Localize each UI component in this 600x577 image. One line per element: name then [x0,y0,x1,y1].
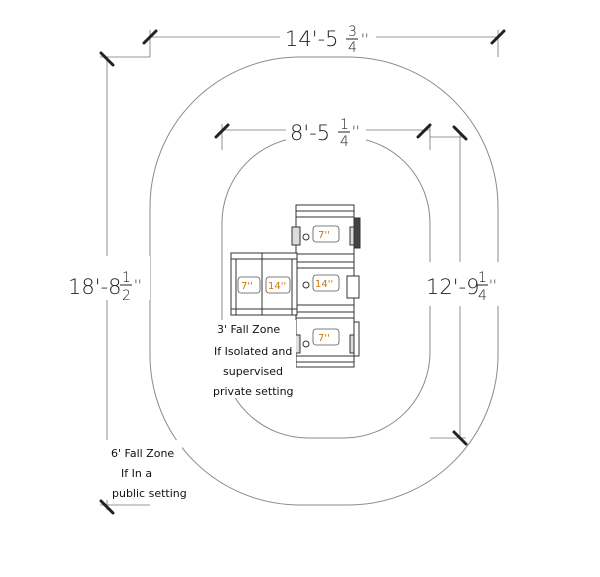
outer-width-label: 14'-5 [285,27,338,51]
outer-height-dimension: 18'-8 1 2 '' [66,51,150,515]
deck-label-side-left: 7'' [241,281,253,292]
inner-zone-note-line-2: If Isolated and [214,345,292,358]
outer-height-tick-top [99,51,115,67]
inner-width-denominator: 4 [340,134,349,150]
outer-width-dimension: 14'-5 3 4 '' [142,22,506,57]
inner-height-dimension: 12'-9 1 4 '' [424,125,500,446]
inner-width-numerator: 1 [340,117,349,133]
deck-labels: 7'' 14'' 7'' 7'' 14'' [237,225,340,346]
outer-width-numerator: 3 [348,24,357,40]
inner-width-unit: '' [352,124,360,140]
inner-width-tick-right [416,123,432,139]
deck-label-top: 7'' [318,230,330,241]
inner-zone-note: 3' Fall Zone If Isolated and supervised … [212,320,296,398]
outer-height-numerator: 1 [122,270,131,286]
inner-height-tick-top [452,125,468,141]
inner-height-denominator: 4 [478,288,487,304]
outer-zone-note-line-2: If In a [121,467,152,480]
outer-zone-note-line-1: 6' Fall Zone [111,447,174,460]
inner-height-unit: '' [489,278,497,294]
inner-width-tick-left [214,123,230,139]
outer-height-unit: '' [134,278,142,294]
inner-height-numerator: 1 [478,270,487,286]
inner-width-label: 8'-5 [290,121,330,145]
outer-zone-note: 6' Fall Zone If In a public setting [104,440,187,500]
inner-height-tick-bottom [452,430,468,446]
inner-zone-note-line-1: 3' Fall Zone [217,323,280,336]
deck-label-side-right: 14'' [268,281,286,292]
outer-height-denominator: 2 [122,288,131,304]
outer-width-tick-right [490,29,506,45]
inner-zone-note-line-3: supervised [223,365,283,378]
outer-width-tick-left [142,29,158,45]
inner-height-label: 12'-9 [426,275,479,299]
outer-height-label: 18'-8 [68,275,121,299]
outer-width-denominator: 4 [348,40,357,56]
inner-width-dimension: 8'-5 1 4 '' [214,113,432,150]
outer-zone-note-line-3: public setting [112,487,187,500]
deck-label-middle: 14'' [315,279,333,290]
outer-height-tick-bottom [99,499,115,515]
inner-zone-note-line-4: private setting [213,385,294,398]
deck-label-bottom: 7'' [318,333,330,344]
outer-width-unit: '' [361,32,369,48]
